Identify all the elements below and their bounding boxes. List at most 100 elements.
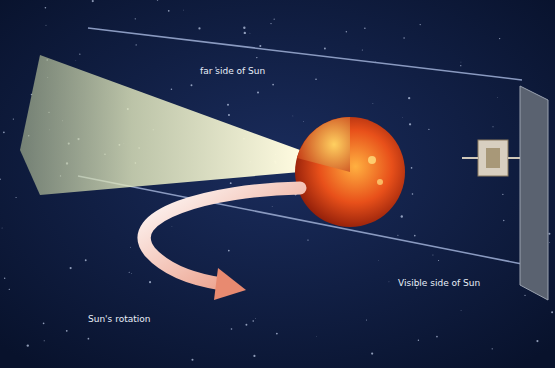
star (551, 311, 553, 313)
arrow-head (214, 268, 246, 300)
star (255, 318, 257, 320)
star (136, 44, 137, 45)
star (252, 320, 254, 322)
star (388, 281, 390, 283)
star (409, 123, 411, 125)
star (79, 54, 80, 55)
star (346, 31, 347, 32)
star (401, 215, 403, 217)
star (270, 23, 271, 24)
star (244, 32, 246, 34)
star (403, 37, 404, 38)
star (129, 272, 130, 273)
star (4, 278, 5, 279)
star (16, 197, 17, 198)
star (411, 167, 413, 169)
star (397, 235, 398, 236)
star (27, 344, 29, 346)
star (257, 91, 259, 93)
star (366, 320, 367, 321)
star (316, 335, 318, 337)
star (524, 295, 525, 296)
star (428, 129, 429, 130)
sunspot (368, 156, 376, 164)
star (536, 340, 538, 342)
star (198, 27, 200, 29)
star (45, 24, 47, 26)
star (460, 309, 462, 311)
star (130, 273, 132, 275)
star (274, 19, 275, 20)
star (92, 0, 94, 2)
star (0, 179, 1, 180)
star (171, 89, 173, 91)
figure-label: Sun's rotation (88, 314, 150, 325)
sun (295, 117, 405, 227)
star (259, 45, 261, 47)
star (315, 78, 317, 80)
star (272, 84, 274, 86)
star (228, 250, 230, 252)
star (256, 57, 257, 58)
star (168, 10, 170, 12)
star (432, 254, 434, 256)
star (66, 330, 68, 332)
star (364, 27, 365, 28)
star (548, 233, 550, 235)
star (43, 323, 45, 325)
star (377, 259, 379, 261)
star (228, 114, 230, 116)
star (44, 340, 45, 341)
star (436, 336, 438, 338)
star (324, 48, 326, 50)
star (303, 121, 305, 123)
star (1, 227, 3, 229)
sun-cutaway (297, 117, 350, 172)
star (135, 18, 136, 19)
star (492, 348, 493, 349)
star (85, 259, 87, 261)
star (45, 7, 47, 9)
sight-line (88, 28, 522, 80)
star (460, 61, 462, 63)
star (245, 324, 247, 326)
star (231, 328, 233, 330)
star (420, 24, 421, 25)
rotation-arrow (144, 188, 300, 284)
star (157, 0, 158, 1)
star (408, 97, 410, 99)
star (372, 102, 374, 104)
star (88, 338, 90, 340)
figure-label: far side of Sun (200, 66, 265, 77)
star (183, 9, 185, 11)
star (9, 289, 10, 290)
star (149, 281, 151, 283)
spacecraft (462, 86, 548, 300)
sunspot (377, 179, 383, 185)
star (249, 32, 251, 34)
star (307, 239, 308, 240)
stars (0, 0, 553, 361)
figure-label: Visible side of Sun (398, 278, 480, 289)
star (243, 27, 245, 29)
star (503, 220, 504, 221)
light-cone (20, 55, 300, 195)
star (414, 235, 416, 237)
star (271, 205, 273, 207)
star (401, 117, 403, 119)
star (460, 65, 461, 66)
star (171, 226, 173, 228)
star (412, 193, 414, 195)
star (253, 355, 255, 357)
star (438, 260, 439, 261)
star (499, 38, 500, 39)
star (227, 104, 229, 106)
star (230, 182, 232, 184)
star (70, 267, 72, 269)
star (492, 126, 493, 127)
star (371, 352, 373, 354)
star (13, 118, 14, 119)
star (502, 194, 503, 195)
